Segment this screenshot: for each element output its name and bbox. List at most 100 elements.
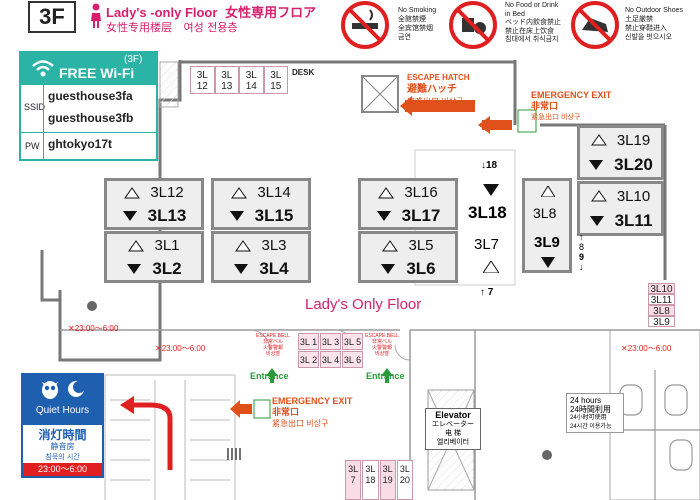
ladies-floor-label: Lady's Only Floor <box>305 296 422 313</box>
bed-3L3: 3L3 <box>261 237 287 254</box>
rule-line: No Food or Drink <box>505 2 559 9</box>
wifi-floor-tag: (3F) <box>124 54 143 65</box>
up-triangle-icon <box>590 190 607 202</box>
top-bed-13: 3L 13 <box>214 66 239 94</box>
down-triangle-icon <box>376 210 391 221</box>
lower-bed-row: 3L20 <box>580 153 661 178</box>
upper-bed-row: 3L14 <box>214 181 308 204</box>
top-bed-row: 3L 12 3L 13 3L 14 3L 15 <box>190 66 288 94</box>
lower-bed-row: 3L11 <box>580 209 661 234</box>
small-bed: 3L10 <box>648 283 675 295</box>
bed-3L16: 3L16 <box>404 184 438 201</box>
time-prefix: ✕ <box>621 344 628 353</box>
bed-3L1: 3L1 <box>154 237 180 254</box>
bed-3L15: 3L15 <box>254 205 294 225</box>
bed-3L10: 3L10 <box>616 187 651 205</box>
down-triangle-icon <box>234 263 249 274</box>
floor-title-zh: 女性专用楼层 <box>106 21 172 34</box>
bunk-3L19-3L20: 3L19 3L20 <box>577 125 664 180</box>
wifi-card: (3F) FREE Wi-Fi SSID guesthouse3fa guest… <box>19 51 158 161</box>
quiet-ko: 침묵의 시간 <box>45 453 80 461</box>
down-triangle-icon <box>381 263 396 274</box>
small-bed: 3L11 <box>648 294 675 306</box>
wifi-header: (3F) FREE Wi-Fi <box>21 53 156 85</box>
elevator-ko: 엘리베이터 <box>436 439 470 446</box>
down-triangle-icon <box>122 210 137 221</box>
rule-line: No Outdoor Shoes <box>625 7 683 14</box>
rule-line: in Bed <box>505 10 525 18</box>
mini-bed: 3L 6 <box>342 351 363 368</box>
bed-3L9: 3L9 <box>534 234 560 251</box>
emergency-exit-bottom-en: EMERGENCY EXIT <box>272 396 353 406</box>
bed-3L5: 3L5 <box>408 237 434 254</box>
up-triangle-icon <box>231 186 248 198</box>
elevator-zh: 电 梯 <box>445 430 461 437</box>
floor-title-en: Lady's -only Floor <box>106 5 218 20</box>
up-triangle-icon <box>590 134 607 146</box>
no-shoes-icon <box>570 0 620 50</box>
mini-bed: 3L 1 <box>298 333 319 350</box>
escape-bell-right: ESCAPE BELL 非常ベル 火警警報 비상벨 <box>365 333 399 357</box>
bed-3L2: 3L2 <box>152 258 182 278</box>
arrow-7: ↑ 7 <box>480 287 494 298</box>
mini-bed: 3L 5 <box>342 333 363 350</box>
quiet-time: 23:00～6:00 <box>23 463 102 476</box>
bell-line: 火警警報 <box>371 345 392 351</box>
bed-3L6: 3L6 <box>406 258 436 278</box>
elevator-ja: エレベーター <box>432 421 474 428</box>
top-bed-15: 3L 15 <box>263 66 288 94</box>
small-bed: 3L 18 <box>362 460 379 500</box>
elevator-en: Elevator <box>435 410 471 420</box>
bell-line: ESCAPE BELL <box>365 333 399 339</box>
ssid-2: guesthouse3fb <box>48 111 134 125</box>
moon-icon <box>68 381 85 397</box>
no-food-text: No Food or Drink in Bed ベッド内飲食禁止 禁止在床上饮食… <box>505 2 561 45</box>
entrance-left: Entrance <box>250 371 289 381</box>
arrow-9-label: 9 <box>579 252 585 262</box>
emergency-exit-bottom-label: EMERGENCY EXIT 非常口 紧急出口 비상구 <box>272 396 352 429</box>
emergency-exit-top-sub: 紧急出口 비상구 <box>531 112 611 123</box>
floor-title-ko: 여성 전용층 <box>183 21 238 34</box>
escape-hatch-zh: 避难出口 <box>407 97 439 106</box>
emergency-exit-top-en: EMERGENCY EXIT <box>531 90 612 100</box>
upper-bed-row: 3L5 <box>361 234 455 257</box>
time-restrict-3: ✕23:00～6:00 <box>621 343 671 354</box>
arrow-8-glyph: ↑ <box>579 232 584 242</box>
emergency-exit-top-zh: 紧急出口 <box>531 114 559 121</box>
down-triangle-icon <box>589 215 604 226</box>
time-value: 23:00～6:00 <box>161 344 206 353</box>
upper-bed-row: 3L10 <box>580 184 661 209</box>
lower-bed-row: 3L17 <box>361 204 455 227</box>
time-prefix: ✕ <box>68 324 75 333</box>
small-bed: 3L 20 <box>396 460 413 500</box>
rule-line: 금연 <box>398 34 411 41</box>
down-triangle-icon <box>541 257 555 268</box>
no-smoking-text: No Smoking 全館禁煙 全宾馆禁烟 금연 <box>398 6 436 42</box>
wifi-row-divider <box>21 132 156 133</box>
password-label: PW <box>25 141 40 151</box>
bed-3L12: 3L12 <box>150 184 184 201</box>
rule-line: 禁止在床上饮食 <box>505 27 554 35</box>
hours-line: 24小时可使用 <box>570 415 607 421</box>
bell-line: 火警警報 <box>262 345 283 351</box>
arrow-9-glyph: ↓ <box>579 262 584 272</box>
hours-line: 24시간 이용가능 <box>570 424 612 430</box>
bed-3L19: 3L19 <box>616 131 651 149</box>
wifi-title: FREE Wi-Fi <box>59 65 135 81</box>
mini-bed-grid: 3L 1 3L 3 3L 5 3L 2 3L 4 3L 6 <box>298 333 363 369</box>
bed-3L17: 3L17 <box>401 205 441 225</box>
quiet-zh: 静音房 <box>50 442 75 451</box>
emergency-exit-bottom-ko: 비상구 <box>306 419 329 428</box>
bunk-3L10-3L11: 3L10 3L11 <box>577 181 664 236</box>
no-food-icon <box>448 0 498 50</box>
down-triangle-icon <box>229 210 244 221</box>
time-restrict-2: ✕23:00～6:00 <box>155 343 205 354</box>
rule-line: 禁止穿鞋进入 <box>625 25 667 32</box>
down-triangle-icon <box>589 159 604 170</box>
time-value: 23:00～6:00 <box>74 324 119 333</box>
up-triangle-icon <box>235 239 252 251</box>
up-triangle-icon <box>483 261 499 273</box>
bell-line: ESCAPE BELL <box>256 333 290 339</box>
